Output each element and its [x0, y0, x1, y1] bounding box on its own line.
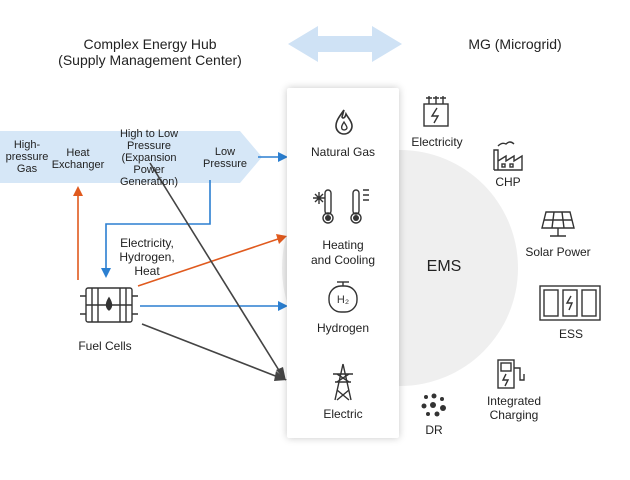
fuel-cell-icon	[80, 287, 138, 323]
solar-panel-icon	[541, 211, 575, 237]
right-title: MG (Microgrid)	[468, 36, 562, 52]
pipeline-band	[0, 131, 262, 183]
microgrid-item-label: CHP	[495, 175, 521, 189]
ev-charger-icon	[497, 359, 525, 389]
microgrid-item-label: ESS	[558, 327, 583, 341]
left-title: Complex Energy Hub (Supply Management Ce…	[30, 36, 270, 68]
factory-icon	[493, 141, 523, 171]
supply-item-label: Natural Gas	[310, 145, 376, 159]
fuel-cell-label: Fuel Cells	[78, 339, 132, 353]
microgrid-item-label: DR	[425, 423, 443, 437]
flame-icon	[335, 109, 353, 135]
battery-storage-icon	[539, 285, 601, 321]
thermometer-icon	[313, 189, 369, 224]
transmission-tower-icon	[333, 363, 353, 401]
microgrid-item-label: Electricity	[411, 135, 463, 149]
hydrogen-tank-icon: H₂	[328, 281, 358, 313]
bidirectional-arrow-icon	[288, 26, 402, 62]
left-title-line2: (Supply Management Center)	[58, 52, 242, 68]
transformer-icon	[423, 96, 449, 127]
ems-label: EMS	[426, 258, 462, 275]
hydrogen-symbol: H₂	[337, 294, 349, 306]
supply-item-label: Electric	[323, 407, 363, 421]
demand-response-icon	[421, 393, 446, 417]
supply-item-label: Hydrogen	[316, 321, 370, 335]
microgrid-item-label: Solar Power	[525, 245, 591, 259]
left-title-line1: Complex Energy Hub	[83, 36, 217, 52]
fuel-cell-outputs: Electricity,Hydrogen,Heat	[119, 236, 175, 278]
